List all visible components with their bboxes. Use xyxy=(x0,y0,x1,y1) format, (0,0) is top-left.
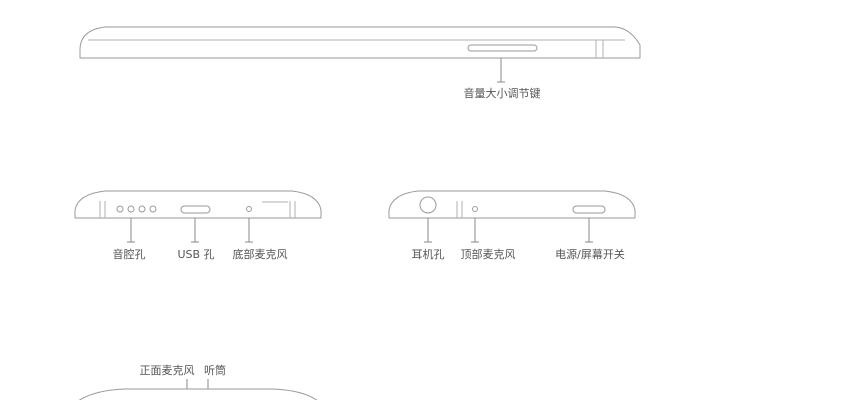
speaker-hole-3 xyxy=(138,205,146,213)
bottom-view-body xyxy=(74,190,322,219)
top-mic-hole xyxy=(472,206,478,212)
earpiece-label: 听筒 xyxy=(204,363,226,377)
bottom-view: 音腔孔 USB 孔 底部麦克风 xyxy=(74,190,322,261)
top-view: 耳机孔 顶部麦克风 电源/屏幕开关 xyxy=(388,190,636,261)
speaker-hole-2 xyxy=(127,205,135,213)
headphone-jack-label: 耳机孔 xyxy=(412,247,445,261)
power-key-label: 电源/屏幕开关 xyxy=(555,247,625,261)
volume-key-label: 音量大小调节键 xyxy=(464,86,541,100)
side-view-body xyxy=(79,26,641,59)
front-mic-label: 正面麦克风 xyxy=(140,364,195,377)
front-top-view-body xyxy=(78,388,318,400)
speaker-hole-label: 音腔孔 xyxy=(113,247,146,261)
volume-key-shape xyxy=(467,44,538,52)
speaker-hole-4 xyxy=(149,205,157,213)
front-top-view: 正面麦克风 听筒 xyxy=(78,363,318,400)
power-key-shape xyxy=(572,205,606,214)
top-mic-label: 顶部麦克风 xyxy=(461,247,516,261)
side-view: 音量大小调节键 xyxy=(79,26,641,100)
headphone-jack-shape xyxy=(419,196,437,214)
usb-port-label: USB 孔 xyxy=(177,248,214,261)
usb-port-shape xyxy=(180,205,211,214)
speaker-hole-1 xyxy=(116,205,124,213)
bottom-mic-hole xyxy=(246,206,252,212)
bottom-mic-label: 底部麦克风 xyxy=(233,247,288,261)
